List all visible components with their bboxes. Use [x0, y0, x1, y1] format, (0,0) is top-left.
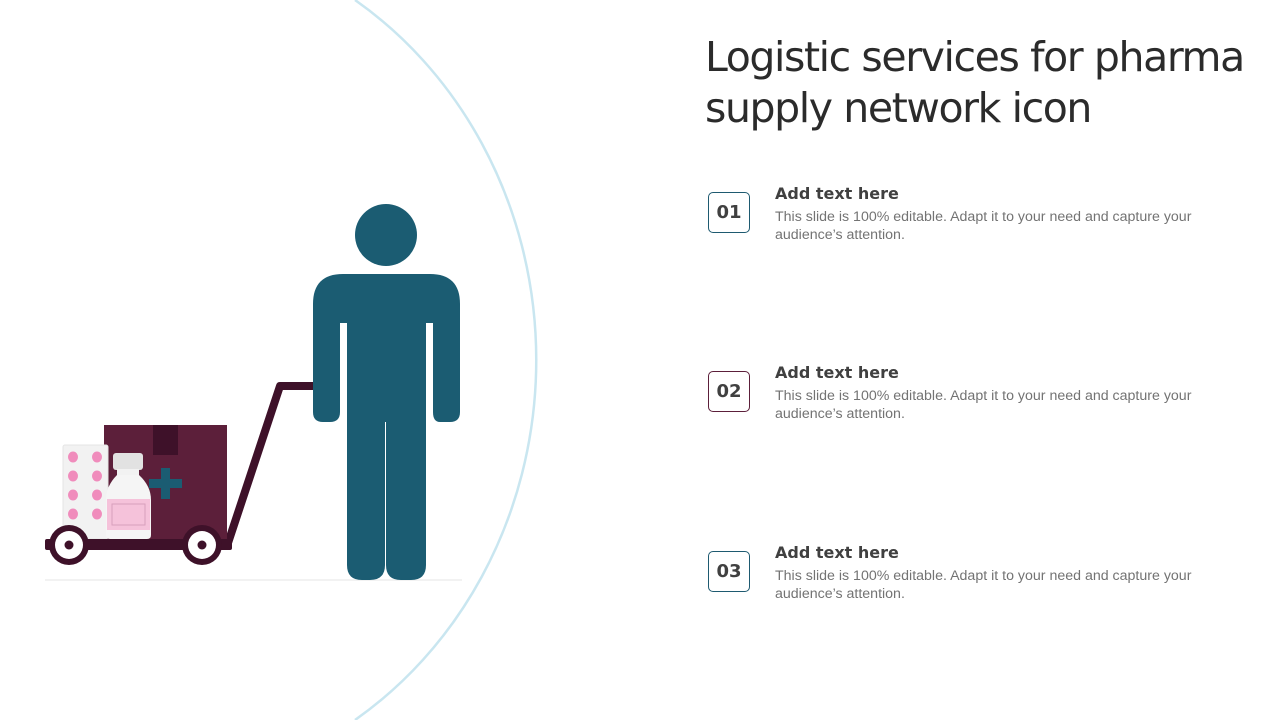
item-heading: Add text here	[775, 184, 899, 203]
medicine-bottle-icon	[106, 453, 151, 539]
pharma-logistics-illustration	[45, 204, 462, 581]
wheel-right-icon	[182, 525, 222, 565]
pill-blister-icon	[62, 444, 109, 540]
item-body: This slide is 100% editable. Adapt it to…	[775, 388, 1192, 422]
list-item-01: 01 Add text here This slide is 100% edit…	[708, 184, 1228, 254]
item-heading: Add text here	[775, 363, 899, 382]
list-item-02: 02 Add text here This slide is 100% edit…	[708, 363, 1228, 433]
number-badge: 02	[708, 371, 750, 412]
item-body: This slide is 100% editable. Adapt it to…	[775, 568, 1192, 602]
wheel-left-icon	[49, 525, 89, 565]
number-badge: 01	[708, 192, 750, 233]
slide-title: Logistic services for pharma supply netw…	[705, 33, 1245, 132]
hand-truck-handle	[224, 382, 318, 545]
number-badge: 03	[708, 551, 750, 592]
list-item-03: 03 Add text here This slide is 100% edit…	[708, 543, 1228, 613]
item-body: This slide is 100% editable. Adapt it to…	[775, 209, 1192, 243]
item-heading: Add text here	[775, 543, 899, 562]
person-icon	[313, 204, 460, 580]
